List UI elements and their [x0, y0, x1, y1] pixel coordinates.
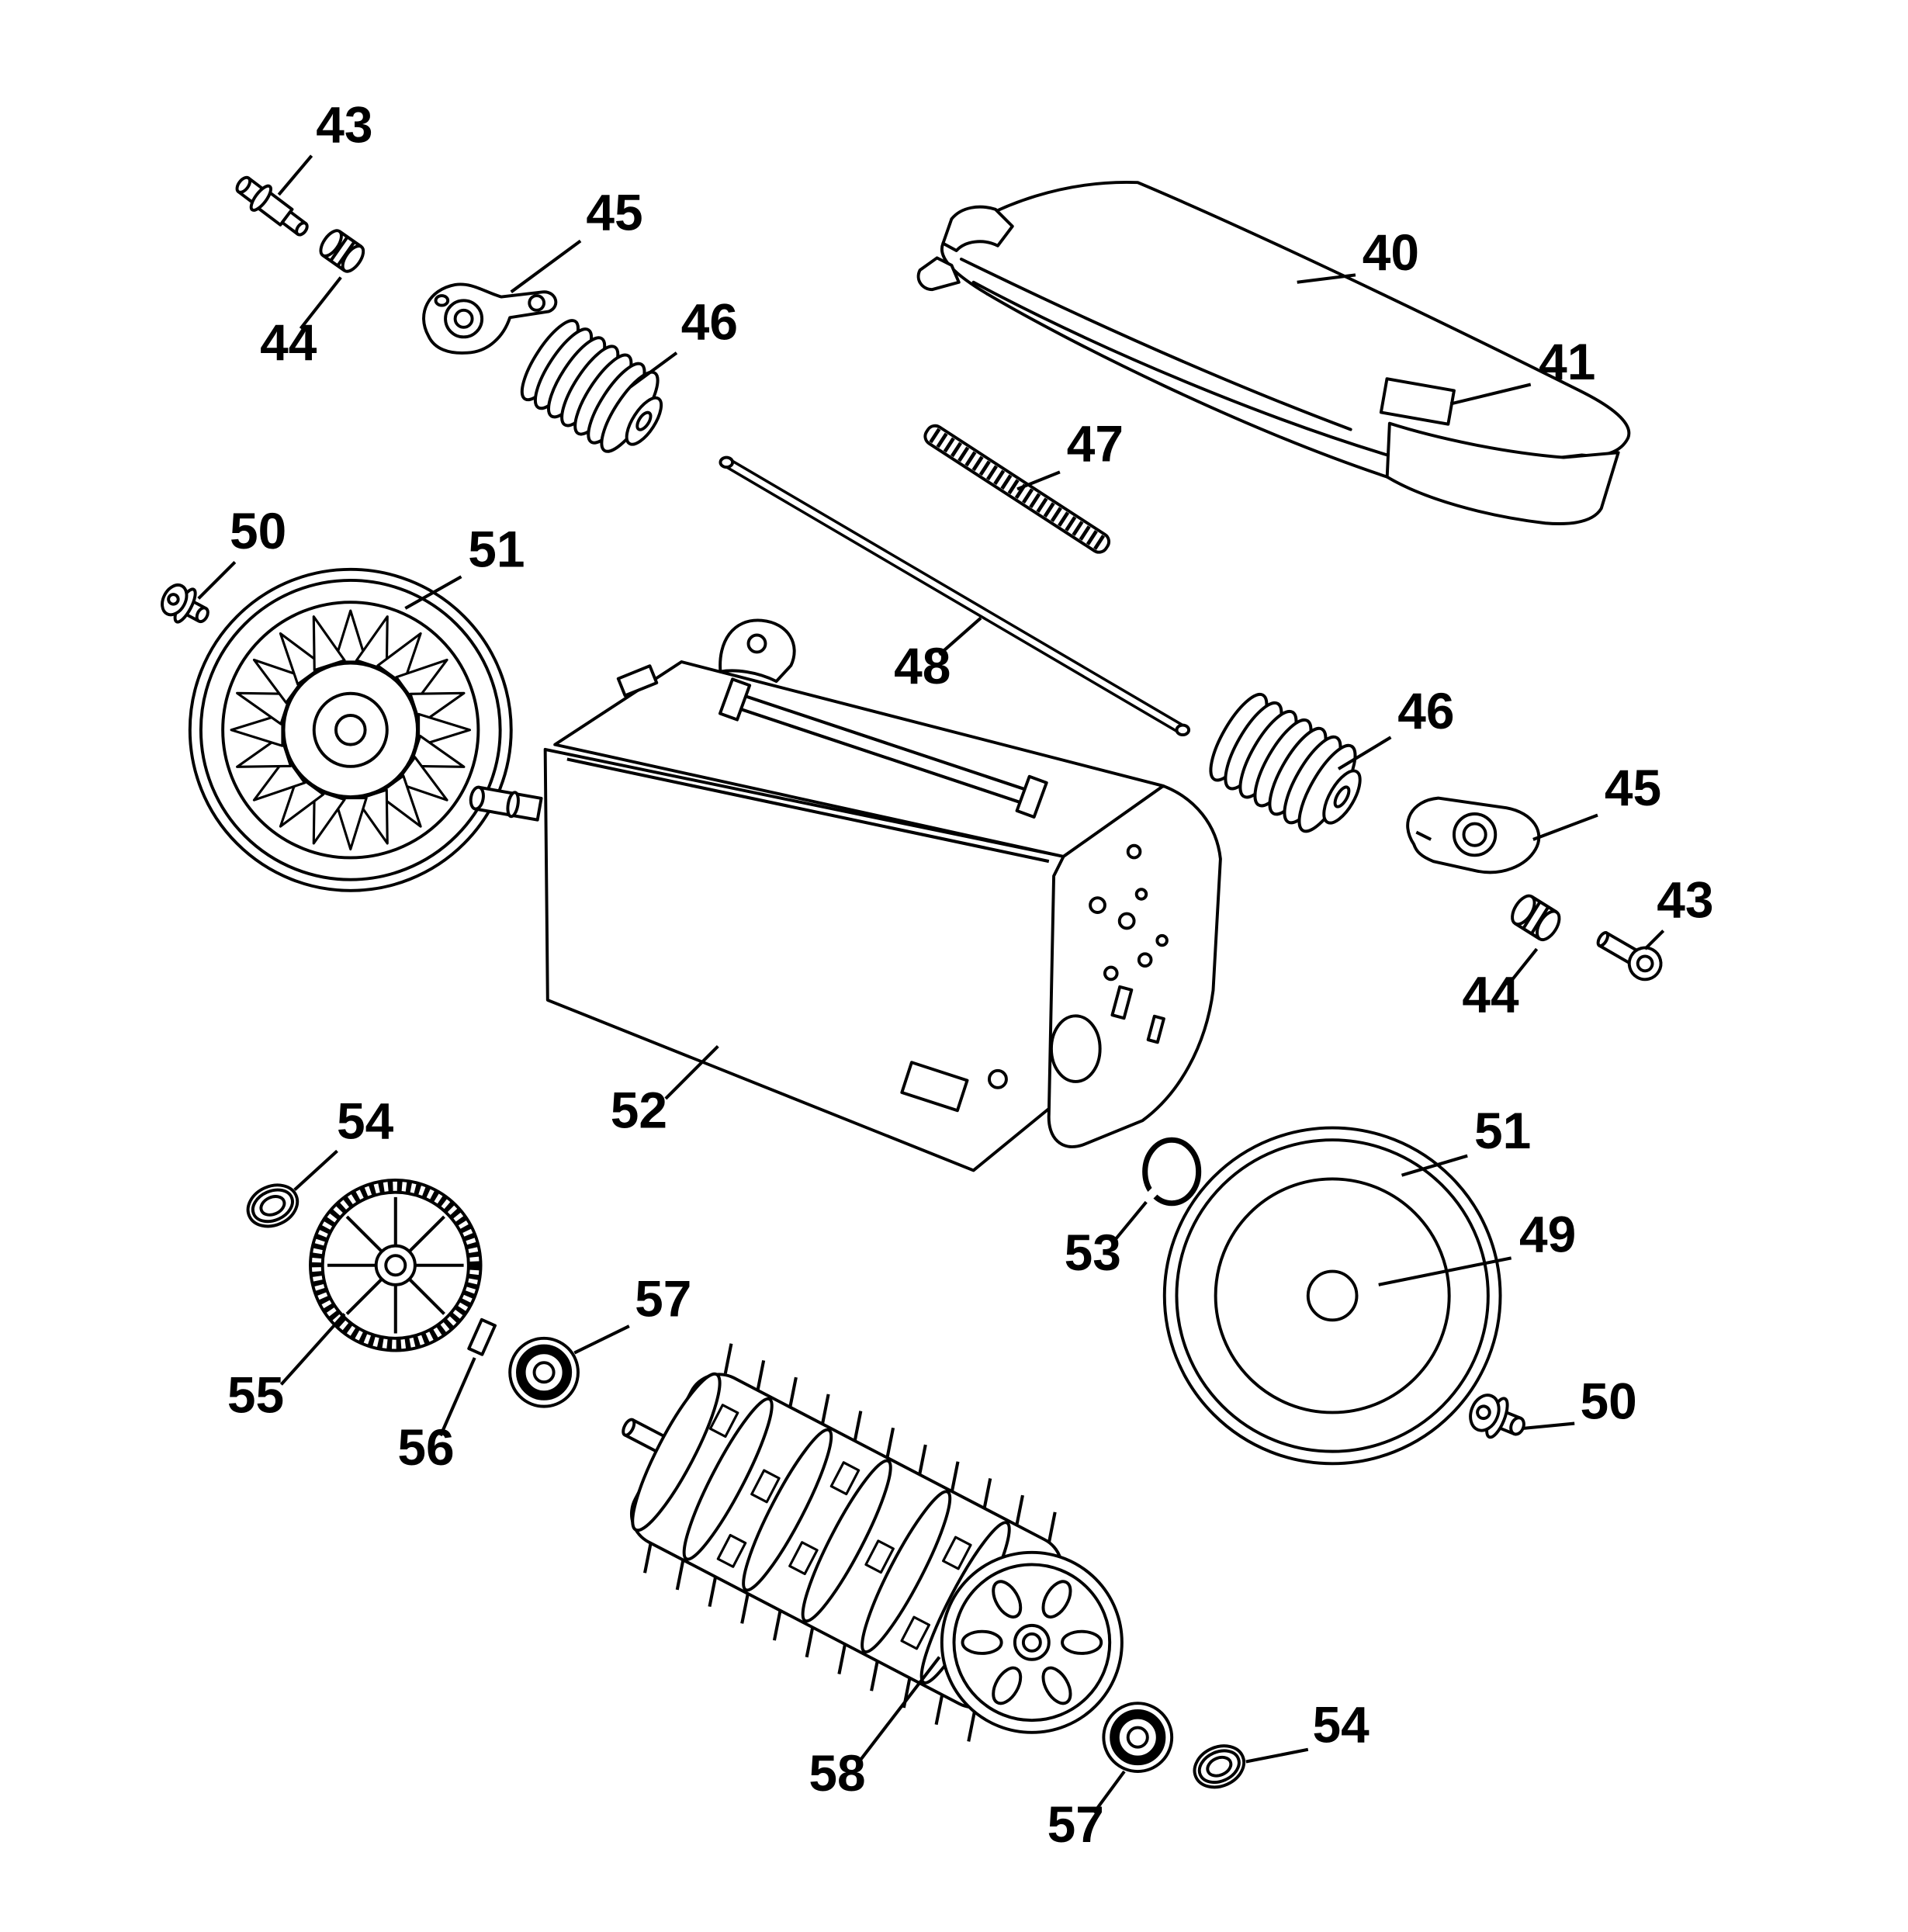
callout-43-left: 43: [316, 95, 372, 153]
callout-52: 52: [611, 1082, 667, 1139]
callout-46-right: 46: [1397, 682, 1454, 739]
callout-47: 47: [1067, 414, 1124, 472]
callout-45-right: 45: [1605, 759, 1661, 816]
part-51-wheel-right: [1162, 1126, 1502, 1466]
callout-58: 58: [809, 1744, 865, 1802]
part-57-bearing-upper: [508, 1336, 580, 1408]
part-51-wheel-left: [188, 567, 513, 892]
part-56-key: [467, 1317, 497, 1356]
callout-54-left: 54: [337, 1092, 394, 1150]
part-54-washer-left: [246, 1183, 300, 1228]
part-50-bolt-left: [161, 583, 209, 624]
callout-50-left: 50: [230, 502, 286, 559]
part-48-axle-rod: [719, 455, 1191, 737]
callout-54-lower: 54: [1313, 1695, 1370, 1753]
part-52-housing: [469, 618, 1222, 1172]
callout-41: 41: [1539, 333, 1595, 390]
part-53-clip: [1142, 1137, 1202, 1207]
part-41-label-plate: [1379, 377, 1456, 426]
part-58-tine-reel: [622, 1343, 1124, 1742]
part-55-gear: [309, 1179, 483, 1352]
part-40-cover: [916, 180, 1631, 525]
callout-51-left: 51: [468, 521, 525, 578]
callout-labels: 43 44 45 46 40 41 47 48 50 51 46 45 43 4…: [227, 95, 1714, 1853]
callout-53: 53: [1065, 1224, 1121, 1281]
callout-46-upper: 46: [681, 293, 738, 350]
callout-48: 48: [894, 637, 951, 694]
part-54-washer-lower: [1193, 1744, 1246, 1789]
part-47-threaded-rod: [923, 424, 1111, 554]
callout-40: 40: [1363, 223, 1419, 281]
part-45-bracket-right: [1406, 796, 1541, 874]
leader-lines: [197, 154, 1665, 1814]
part-44-bushing-left: [319, 229, 365, 273]
callout-44-right: 44: [1462, 966, 1519, 1023]
part-44-bushing-right: [1511, 894, 1561, 942]
callout-44-left: 44: [260, 313, 317, 371]
part-50-bolt-right: [1469, 1394, 1525, 1439]
part-43-bolt-right: [1596, 931, 1663, 982]
callout-56: 56: [397, 1418, 454, 1476]
callout-49: 49: [1519, 1205, 1576, 1262]
callout-50-right: 50: [1580, 1372, 1636, 1429]
part-46-spring-right: [1209, 692, 1362, 833]
part-46-spring-upper: [520, 319, 663, 453]
callout-45-left: 45: [586, 183, 642, 241]
callout-51-right: 51: [1474, 1102, 1531, 1159]
callout-57-upper: 57: [635, 1270, 691, 1328]
callout-55: 55: [227, 1366, 284, 1423]
part-57-bearing-lower: [1102, 1702, 1174, 1773]
part-45-bracket-left: [422, 282, 558, 355]
part-43-bolt-left: [235, 175, 309, 237]
callout-57-lower: 57: [1047, 1795, 1104, 1853]
callout-43-right: 43: [1657, 871, 1713, 928]
